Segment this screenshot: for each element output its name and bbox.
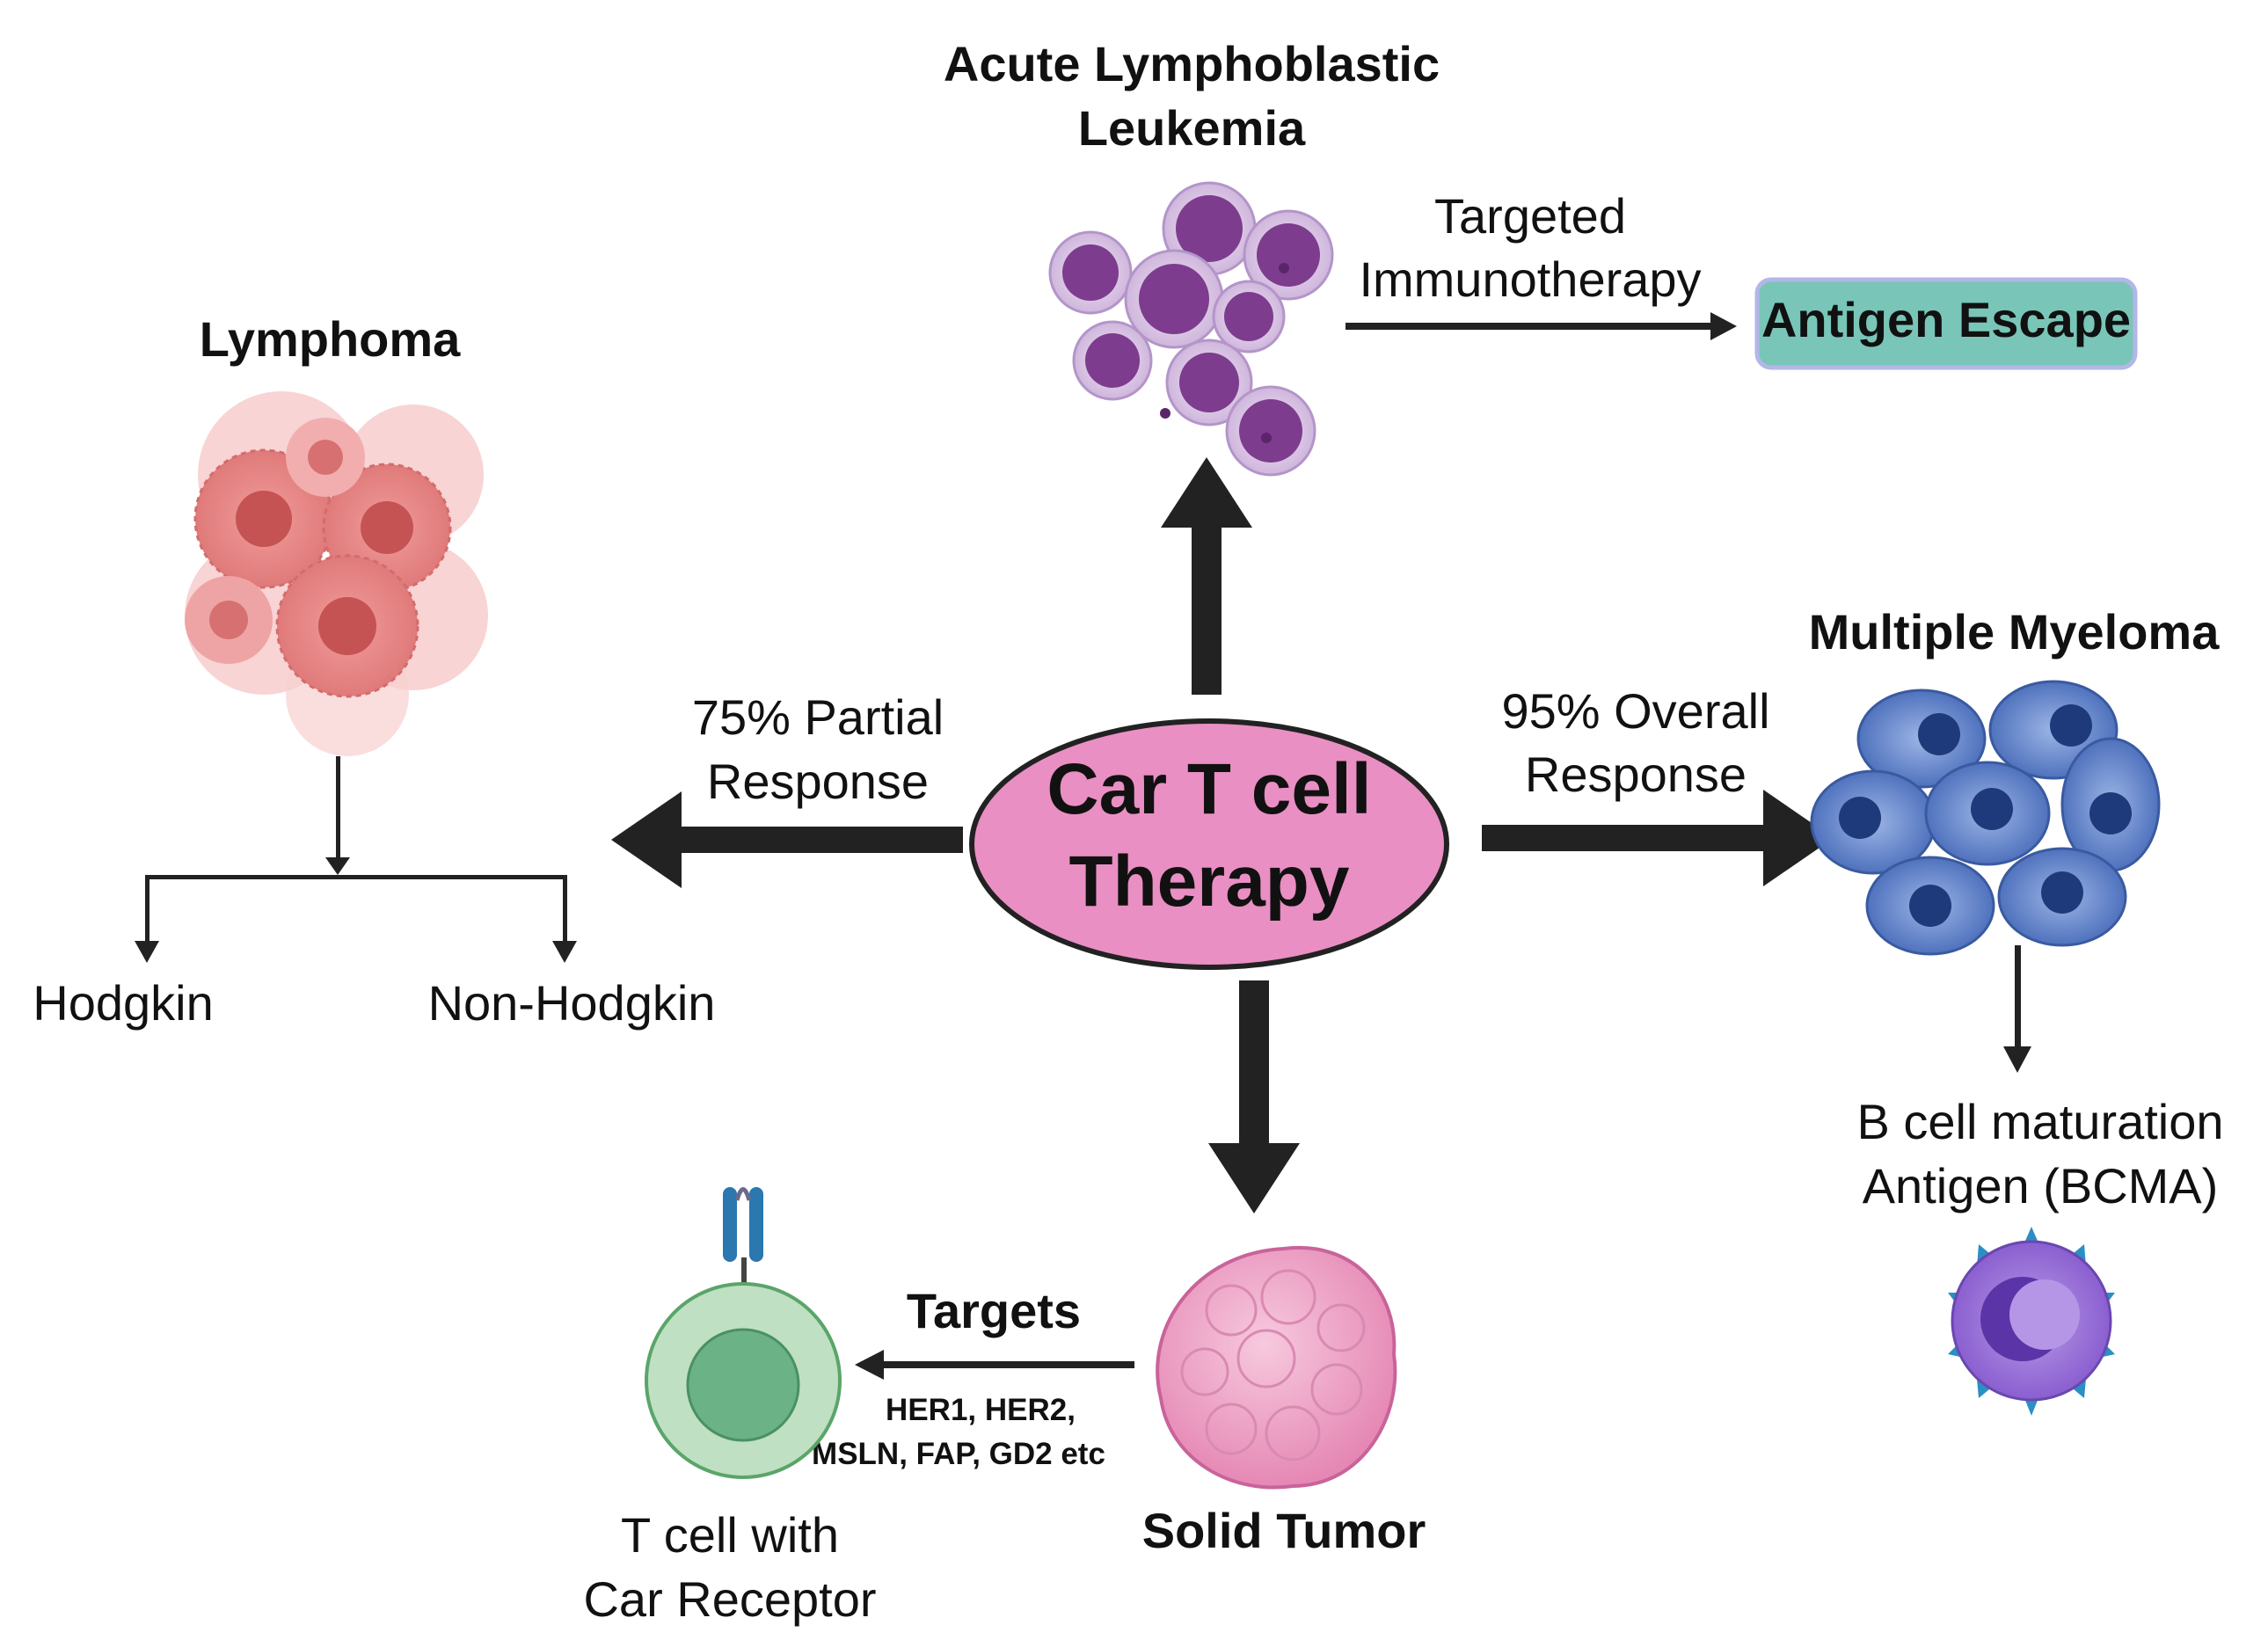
myeloma-cell-cluster: [1810, 680, 2161, 956]
myeloma-response-line1: 95% Overall: [1501, 683, 1769, 739]
lymphoma-tree-connector: [135, 756, 577, 963]
lymphoma-response-line1: 75% Partial: [692, 689, 944, 745]
lymphoma-title: Lymphoma: [200, 311, 461, 367]
arrow-down-tumor: [1208, 980, 1300, 1213]
antigen-escape-label: Antigen Escape: [1761, 292, 2131, 347]
car-t-cell-icon: [645, 1187, 842, 1479]
tcell-label-line1: T cell with: [621, 1507, 839, 1563]
leukemia-cell-cluster: [1048, 181, 1334, 477]
lymphoma-branch-non-hodgkin: Non-Hodgkin: [428, 975, 716, 1031]
lymphoma-response-line2: Response: [707, 754, 929, 809]
lymphoma-cell-cluster: [185, 391, 488, 756]
myeloma-title: Multiple Myeloma: [1809, 604, 2221, 660]
arrow-myeloma-to-bcma: [2003, 945, 2031, 1073]
tcell-label-line2: Car Receptor: [583, 1571, 876, 1627]
solid-tumor-title: Solid Tumor: [1142, 1503, 1426, 1558]
leukemia-title-line2: Leukemia: [1078, 100, 1306, 156]
myeloma-target-line1: B cell maturation: [1856, 1094, 2223, 1149]
leukemia-title-line1: Acute Lymphoblastic: [944, 36, 1440, 91]
leukemia-arrow-label-line2: Immunotherapy: [1359, 251, 1701, 307]
leukemia-arrow-label-line1: Targeted: [1434, 188, 1626, 244]
arrow-tumor-to-tcell: [855, 1350, 1134, 1380]
arrow-to-antigen-escape: [1345, 312, 1737, 340]
solid-tumor-icon: [1156, 1245, 1397, 1490]
arrow-left-lymphoma: [611, 791, 963, 888]
lymphoma-branch-hodgkin: Hodgkin: [33, 975, 213, 1031]
tumor-targets-line1: HER1, HER2,: [886, 1393, 1076, 1427]
arrow-up-leukemia: [1161, 457, 1252, 695]
tumor-arrow-label: Targets: [907, 1283, 1081, 1338]
center-title-line2: Therapy: [1069, 842, 1350, 922]
center-title-line1: Car T cell: [1046, 749, 1371, 829]
arrow-right-myeloma: [1482, 790, 1834, 886]
center-node: Car T cell Therapy: [969, 718, 1449, 970]
bcma-cell-icon: [1948, 1227, 2115, 1416]
tumor-targets-line2: MSLN, FAP, GD2 etc: [812, 1437, 1105, 1471]
myeloma-response-line2: Response: [1525, 747, 1747, 802]
antigen-escape-box: Antigen Escape: [1754, 277, 2138, 370]
myeloma-target-line2: Antigen (BCMA): [1863, 1158, 2219, 1213]
